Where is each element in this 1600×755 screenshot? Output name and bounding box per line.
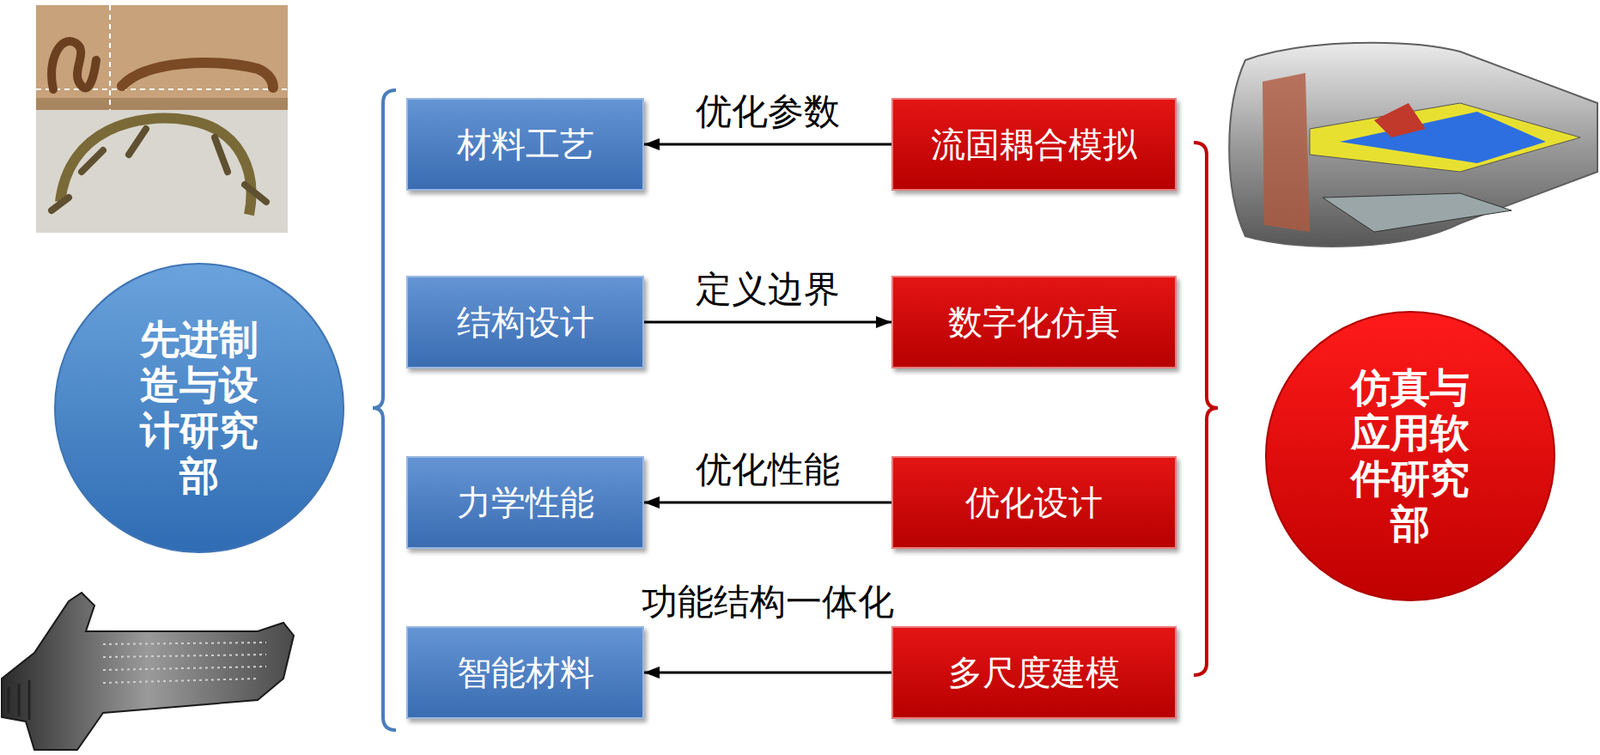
dashed-line — [36, 88, 288, 91]
jet-engine — [1228, 42, 1598, 247]
process-box: 多尺度建模 — [891, 626, 1177, 719]
process-box: 力学性能 — [406, 456, 645, 549]
photo-ground — [36, 5, 288, 233]
cooling-holes — [103, 642, 267, 683]
process-box: 智能材料 — [406, 626, 645, 719]
turbine-blade — [1, 592, 294, 750]
strip-legs — [51, 128, 267, 211]
nacelle — [1228, 42, 1598, 247]
edge-label: 定义边界 — [692, 268, 844, 311]
blade-root — [8, 680, 30, 720]
dashed-line — [109, 5, 111, 110]
box-label: 力学性能 — [456, 481, 595, 524]
process-box: 数字化仿真 — [891, 275, 1177, 369]
photo-top — [36, 5, 288, 98]
department-name: 仿真与应用软件研究部 — [1350, 365, 1471, 548]
arrow-connector — [644, 143, 892, 147]
circle-fill — [54, 263, 344, 553]
core — [1309, 103, 1581, 172]
box-label: 流固耦合模拟 — [930, 123, 1138, 165]
curled-strip — [121, 62, 274, 88]
circle-fill — [1265, 311, 1555, 601]
twisted-strip — [51, 41, 97, 90]
process-box: 结构设计 — [406, 275, 645, 369]
department-name: 先进制造与设计研究部 — [139, 316, 260, 499]
department-circle: 先进制造与设计研究部 — [53, 261, 346, 554]
process-box: 材料工艺 — [406, 97, 645, 191]
photo-shelf — [36, 97, 288, 110]
blade-body — [1, 592, 294, 750]
material-photo — [36, 5, 288, 233]
edge-label: 优化参数 — [692, 91, 844, 133]
department-circle: 仿真与应用软件研究部 — [1264, 310, 1557, 603]
process-box: 优化设计 — [891, 456, 1177, 549]
left-bracket — [372, 90, 396, 731]
box-label: 多尺度建模 — [948, 651, 1120, 694]
edge-label: 优化性能 — [692, 449, 844, 491]
box-label: 结构设计 — [456, 301, 595, 343]
fan — [1262, 73, 1310, 232]
box-label: 优化设计 — [965, 481, 1103, 524]
box-label: 数字化仿真 — [948, 301, 1120, 343]
right-bracket — [1193, 142, 1218, 676]
arrow-connector — [644, 501, 892, 505]
combustor — [1374, 103, 1426, 138]
process-box: 流固耦合模拟 — [891, 97, 1177, 191]
edge-label: 功能结构一体化 — [638, 581, 898, 623]
arrow-connector — [644, 671, 892, 675]
bypass-duct — [1322, 193, 1512, 232]
shaft — [1339, 111, 1546, 164]
arrow-connector — [644, 321, 892, 324]
box-label: 材料工艺 — [456, 123, 595, 165]
box-label: 智能材料 — [456, 651, 595, 694]
